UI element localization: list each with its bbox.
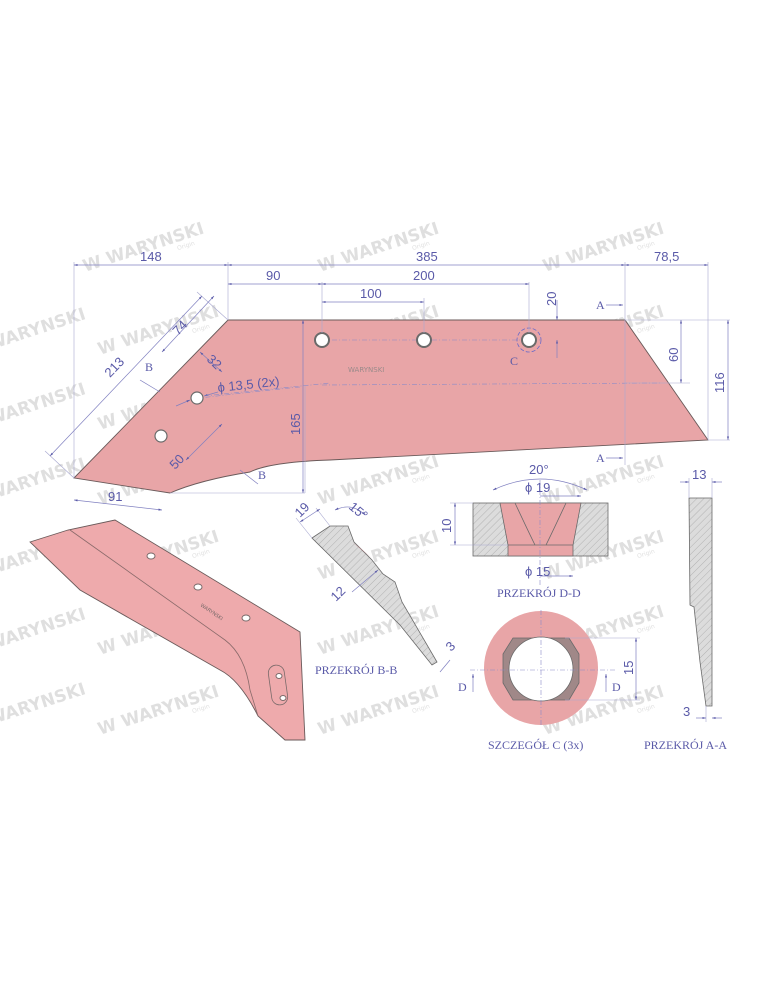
section-a-a: 13 3 PRZEKRÓJ A-A (644, 467, 727, 752)
tip-hole-2 (154, 429, 168, 443)
mount-hole-2 (416, 332, 432, 348)
section-b-b: 19 15° 12 3 PRZEKRÓJ B-B (292, 499, 459, 677)
main-view: WARYNSKI 148 385 78,5 90 200 100 (44, 249, 730, 511)
section-bb-profile (311, 525, 438, 666)
dim-bottom-width: 91 (108, 489, 122, 504)
dim-bb-tip: 3 (443, 638, 459, 654)
detail-c-title: SZCZEGÓŁ C (3x) (488, 738, 583, 752)
dim-overall-length: 385 (416, 249, 438, 264)
section-dd-title: PRZEKRÓJ D-D (497, 586, 581, 600)
section-marker-a-top: A (596, 298, 605, 312)
svg-text:WARYNSKI: WARYNSKI (0, 304, 88, 354)
isometric-view: WARYNSKI (29, 519, 306, 741)
section-d-d: 20° ϕ 19 ϕ 15 10 PRZEKRÓJ D-D (439, 462, 609, 600)
dim-c-slot-width: 15 (621, 661, 636, 675)
ploughshare-outline (73, 319, 709, 494)
section-marker-a-bottom: A (596, 451, 605, 465)
dim-right-height-upper: 60 (666, 348, 681, 362)
dim-right-offset: 78,5 (654, 249, 679, 264)
detail-c-marker-d-left: D (458, 680, 467, 694)
engraving-logo: WARYNSKI (348, 366, 384, 374)
detail-c: 15 D D SZCZEGÓŁ C (3x) (458, 610, 640, 752)
detail-c-marker-d-right: D (612, 680, 621, 694)
dim-bb-thickness: 12 (328, 583, 349, 604)
dim-hole-diameter: ϕ 13,5 (2x) (217, 374, 280, 395)
svg-text:WARYNSKI: WARYNSKI (0, 379, 88, 429)
svg-text:WARYNSKI: WARYNSKI (0, 454, 88, 504)
dim-hole-spacing: 100 (360, 286, 382, 301)
dim-bb-angle: 15° (346, 499, 371, 523)
dim-right-height: 116 (712, 372, 727, 393)
detail-marker-c: C (510, 354, 518, 368)
mount-hole-1 (314, 332, 330, 348)
dim-bb-width: 19 (292, 499, 313, 520)
mount-hole-3 (521, 332, 537, 348)
dim-dd-depth: 10 (439, 519, 454, 533)
dim-left-offset: 148 (140, 249, 162, 264)
section-marker-b-top: B (145, 360, 153, 374)
dim-dd-top-diameter: ϕ 19 (525, 480, 550, 495)
dim-hole-span: 200 (413, 268, 435, 283)
dim-hole-top-offset: 20 (544, 292, 559, 306)
section-aa-title: PRZEKRÓJ A-A (644, 738, 727, 752)
tip-hole-1 (190, 391, 204, 405)
dim-dd-angle: 20° (529, 462, 549, 477)
svg-text:WARYNSKI: WARYNSKI (0, 679, 88, 729)
dim-dd-bottom-diameter: ϕ 15 (525, 564, 550, 579)
dim-tip-height: 165 (288, 413, 303, 435)
dim-aa-top-width: 13 (692, 467, 706, 482)
svg-text:WARYNSKI: WARYNSKI (0, 604, 88, 654)
section-bb-title: PRZEKRÓJ B-B (315, 663, 397, 677)
section-aa-profile (688, 497, 713, 707)
dim-first-hole-offset: 90 (266, 268, 280, 283)
section-marker-b-bottom: B (258, 468, 266, 482)
dim-aa-bottom-width: 3 (683, 704, 690, 719)
isometric-ploughshare (29, 519, 306, 741)
